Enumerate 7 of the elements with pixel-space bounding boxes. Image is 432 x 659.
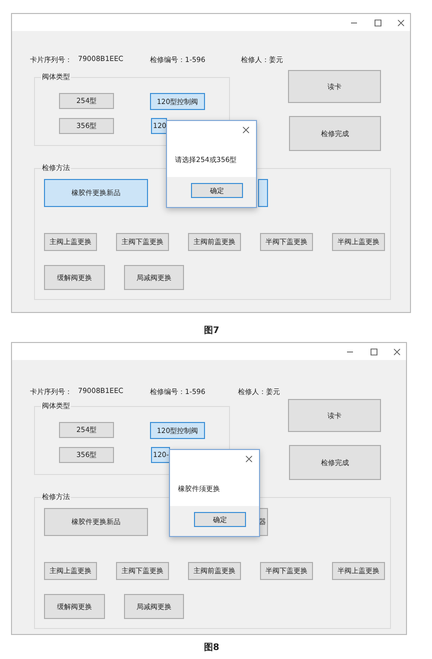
repair-method-button xyxy=(258,179,268,207)
figure-caption: 图8 xyxy=(204,642,220,654)
figure-caption: 图7 xyxy=(204,324,220,337)
app-window xyxy=(11,342,407,635)
message-dialog xyxy=(169,449,260,537)
message-dialog xyxy=(166,120,257,208)
app-window xyxy=(11,13,411,313)
